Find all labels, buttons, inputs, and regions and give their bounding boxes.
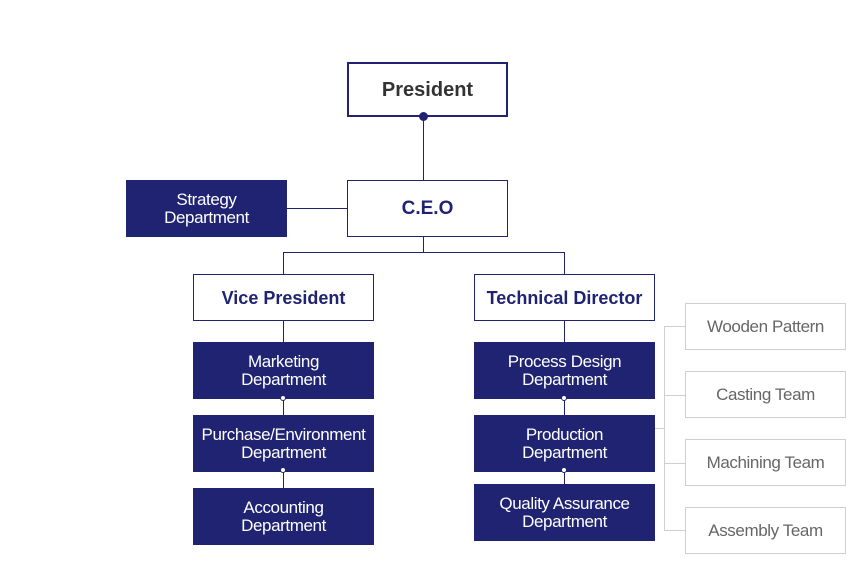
connector-vp-marketing xyxy=(283,320,284,342)
vice-president-label: Vice President xyxy=(221,287,346,308)
accounting-department-box: Accounting Department xyxy=(193,488,374,545)
connector-purchase-accounting xyxy=(283,470,284,488)
connector-dot xyxy=(419,112,428,121)
connector-branch-vp xyxy=(283,252,284,274)
quality-assurance-department-label: Quality Assurance Department xyxy=(499,493,630,531)
purchase-environment-department-label: Purchase/Environment Department xyxy=(201,424,366,462)
technical-director-box: Technical Director xyxy=(474,274,655,321)
ceo-box: C.E.O xyxy=(347,180,508,237)
team-box: Casting Team xyxy=(685,371,846,418)
connector-branch-horizontal xyxy=(283,252,565,253)
connector-marketing-purchase xyxy=(283,398,284,415)
team-box: Wooden Pattern xyxy=(685,303,846,350)
president-box: President xyxy=(347,62,508,117)
process-design-department-label: Process Design Department xyxy=(507,351,622,389)
strategy-department-label: Strategy Department xyxy=(164,189,249,227)
connector-teams-vertical xyxy=(664,326,665,531)
marketing-department-box: Marketing Department xyxy=(193,342,374,399)
connector-dot xyxy=(280,467,286,473)
team-box: Machining Team xyxy=(685,439,846,486)
connector-team-machining xyxy=(664,463,685,464)
process-design-department-box: Process Design Department xyxy=(474,342,655,399)
connector-dot xyxy=(561,395,567,401)
marketing-department-label: Marketing Department xyxy=(241,351,326,389)
quality-assurance-department-box: Quality Assurance Department xyxy=(474,484,655,541)
connector-team-casting xyxy=(664,395,685,396)
ceo-label: C.E.O xyxy=(401,197,454,219)
connector-dot xyxy=(280,395,286,401)
team-label: Casting Team xyxy=(716,384,815,404)
connector-president-ceo xyxy=(423,116,424,180)
technical-director-label: Technical Director xyxy=(486,287,643,308)
president-label: President xyxy=(381,78,474,101)
connector-dot xyxy=(561,467,567,473)
accounting-department-label: Accounting Department xyxy=(241,497,326,535)
connector-team-wooden xyxy=(664,326,685,327)
team-label: Machining Team xyxy=(706,452,825,472)
production-department-box: Production Department xyxy=(474,415,655,472)
connector-td-process xyxy=(564,320,565,342)
vice-president-box: Vice President xyxy=(193,274,374,321)
production-department-label: Production Department xyxy=(522,424,607,462)
connector-production-teams xyxy=(655,428,665,429)
connector-ceo-down xyxy=(423,236,424,253)
connector-team-assembly xyxy=(664,530,685,531)
connector-strategy-ceo xyxy=(287,208,347,209)
connector-process-production xyxy=(564,398,565,415)
connector-branch-td xyxy=(564,252,565,274)
team-label: Wooden Pattern xyxy=(707,316,824,336)
team-label: Assembly Team xyxy=(708,520,823,540)
purchase-environment-department-box: Purchase/Environment Department xyxy=(193,415,374,472)
connector-production-quality xyxy=(564,470,565,484)
team-box: Assembly Team xyxy=(685,507,846,554)
strategy-department-box: Strategy Department xyxy=(126,180,287,237)
